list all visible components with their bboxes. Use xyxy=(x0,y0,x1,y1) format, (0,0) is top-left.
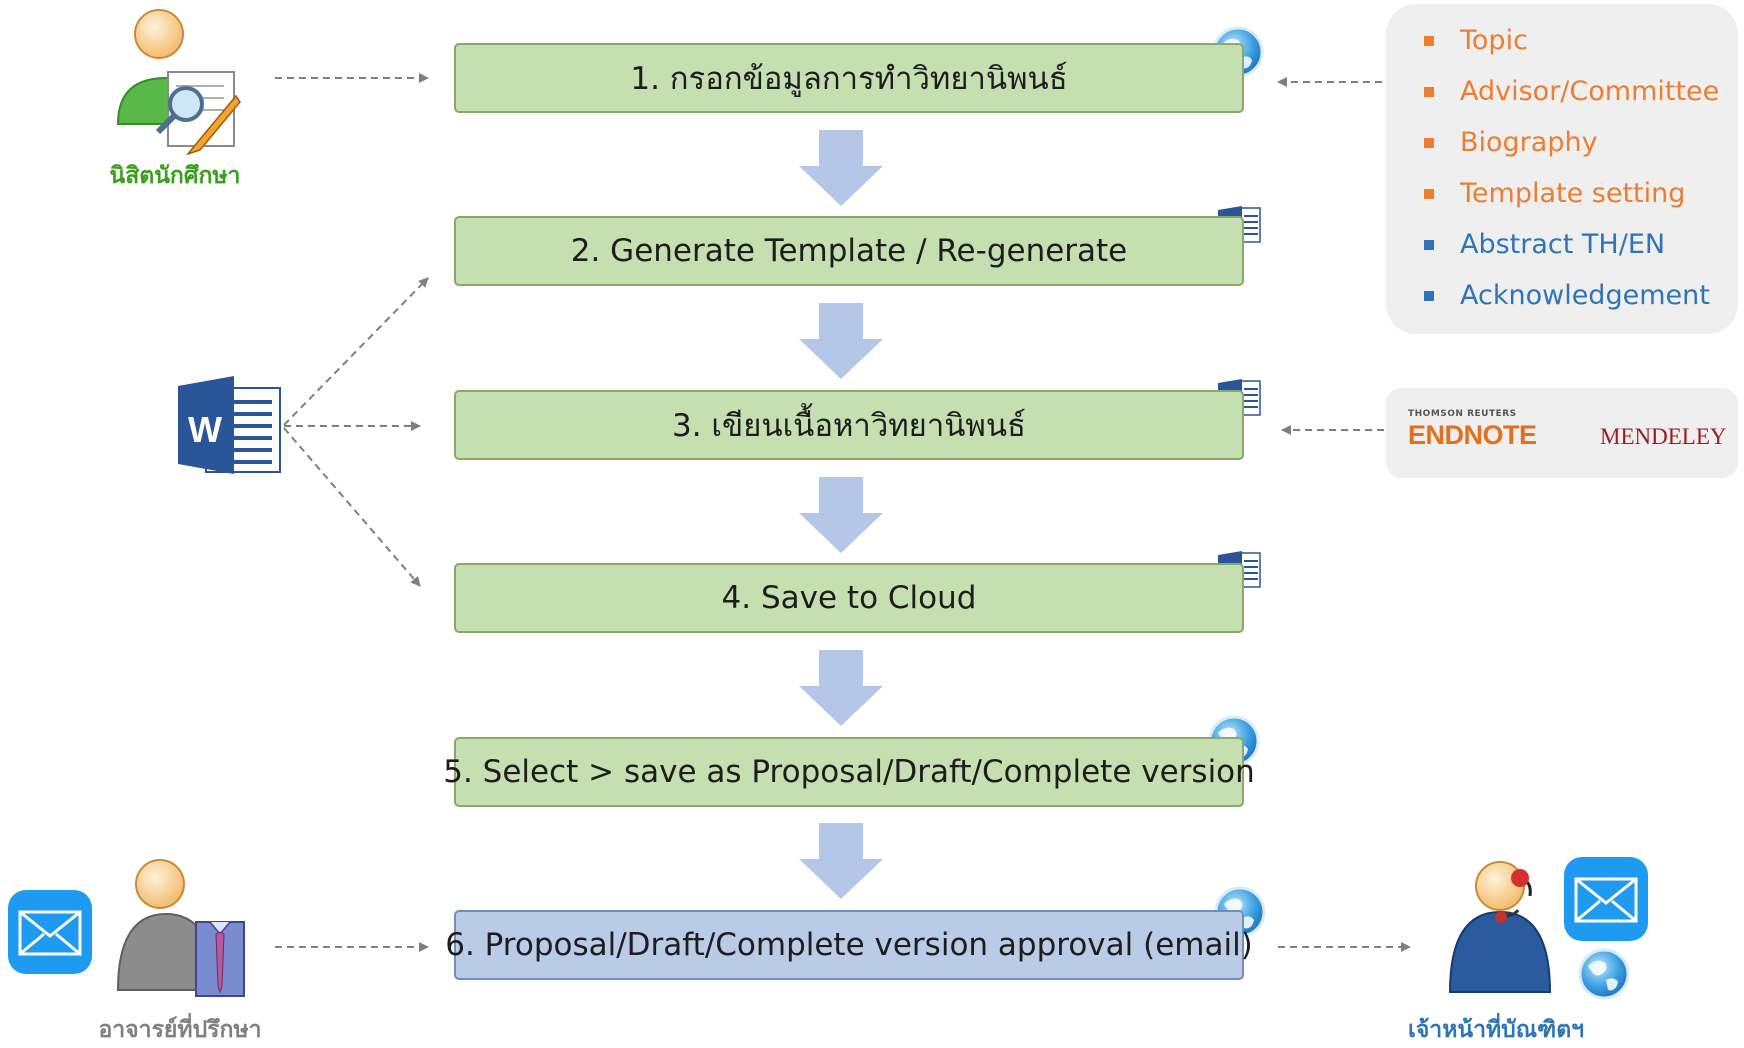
flow-arrow xyxy=(799,477,883,553)
info-item-template-setting: Template setting xyxy=(1414,175,1738,226)
flow-arrow xyxy=(799,303,883,379)
bullet-icon xyxy=(1424,291,1434,301)
student-icon xyxy=(116,9,241,156)
info-item-label: Topic xyxy=(1460,25,1528,56)
info-item-label: Abstract TH/EN xyxy=(1460,229,1666,260)
step-1-box: 1. กรอกข้อมูลการทำวิทยานิพนธ์ xyxy=(454,43,1244,113)
bullet-icon xyxy=(1424,36,1434,46)
info-item-abstract: Abstract TH/EN xyxy=(1414,226,1738,277)
reference-tools-panel: THOMSON REUTERS ENDNOTE MENDELEY xyxy=(1386,388,1738,478)
info-item-label: Biography xyxy=(1460,127,1598,158)
word-to-step4-arrow xyxy=(283,427,421,587)
step-4-box: 4. Save to Cloud xyxy=(454,563,1244,633)
flow-arrows xyxy=(799,130,883,899)
flow-arrow xyxy=(799,650,883,726)
staff-globe-icon xyxy=(1578,948,1630,1000)
advisor-label: อาจารย์ที่ปรึกษา xyxy=(98,1017,262,1043)
bullet-icon xyxy=(1424,189,1434,199)
info-item-label: Template setting xyxy=(1460,178,1686,209)
flow-arrow xyxy=(799,130,883,206)
student-label: นิสิตนักศึกษา xyxy=(109,163,241,189)
flow-arrow xyxy=(799,823,883,899)
info-list: Topic Advisor/Committee Biography Templa… xyxy=(1386,4,1738,328)
bullet-icon xyxy=(1424,138,1434,148)
staff-icon xyxy=(1448,861,1552,993)
step-5-box: 5. Select > save as Proposal/Draft/Compl… xyxy=(443,737,1255,807)
advisor-icon xyxy=(116,859,245,997)
staff-label: เจ้าหน้าที่บัณฑิตฯ xyxy=(1407,1017,1585,1043)
advisor-mail-icon xyxy=(8,890,92,974)
word-to-step2-arrow xyxy=(283,277,429,426)
thomson-reuters-label: THOMSON REUTERS xyxy=(1408,409,1517,419)
info-item-topic: Topic xyxy=(1414,22,1738,73)
step-3-box: 3. เขียนเนื้อหาวิทยานิพนธ์ xyxy=(454,390,1244,460)
mendeley-logo: MENDELEY xyxy=(1600,424,1727,449)
staff-mail-icon xyxy=(1564,857,1648,941)
info-panel: Topic Advisor/Committee Biography Templa… xyxy=(1386,4,1738,334)
step-2-box: 2. Generate Template / Re-generate xyxy=(454,216,1244,286)
info-item-acknowledgement: Acknowledgement xyxy=(1414,277,1738,328)
info-item-label: Advisor/Committee xyxy=(1460,76,1720,107)
endnote-logo: ENDNOTE xyxy=(1408,420,1537,450)
info-item-advisor: Advisor/Committee xyxy=(1414,73,1738,124)
info-item-biography: Biography xyxy=(1414,124,1738,175)
connector-arrows xyxy=(275,73,1411,952)
info-item-label: Acknowledgement xyxy=(1460,280,1710,311)
word-icon: W xyxy=(178,376,281,474)
bullet-icon xyxy=(1424,240,1434,250)
step-6-box: 6. Proposal/Draft/Complete version appro… xyxy=(445,910,1253,980)
bullet-icon xyxy=(1424,87,1434,97)
svg-text:W: W xyxy=(188,409,222,450)
